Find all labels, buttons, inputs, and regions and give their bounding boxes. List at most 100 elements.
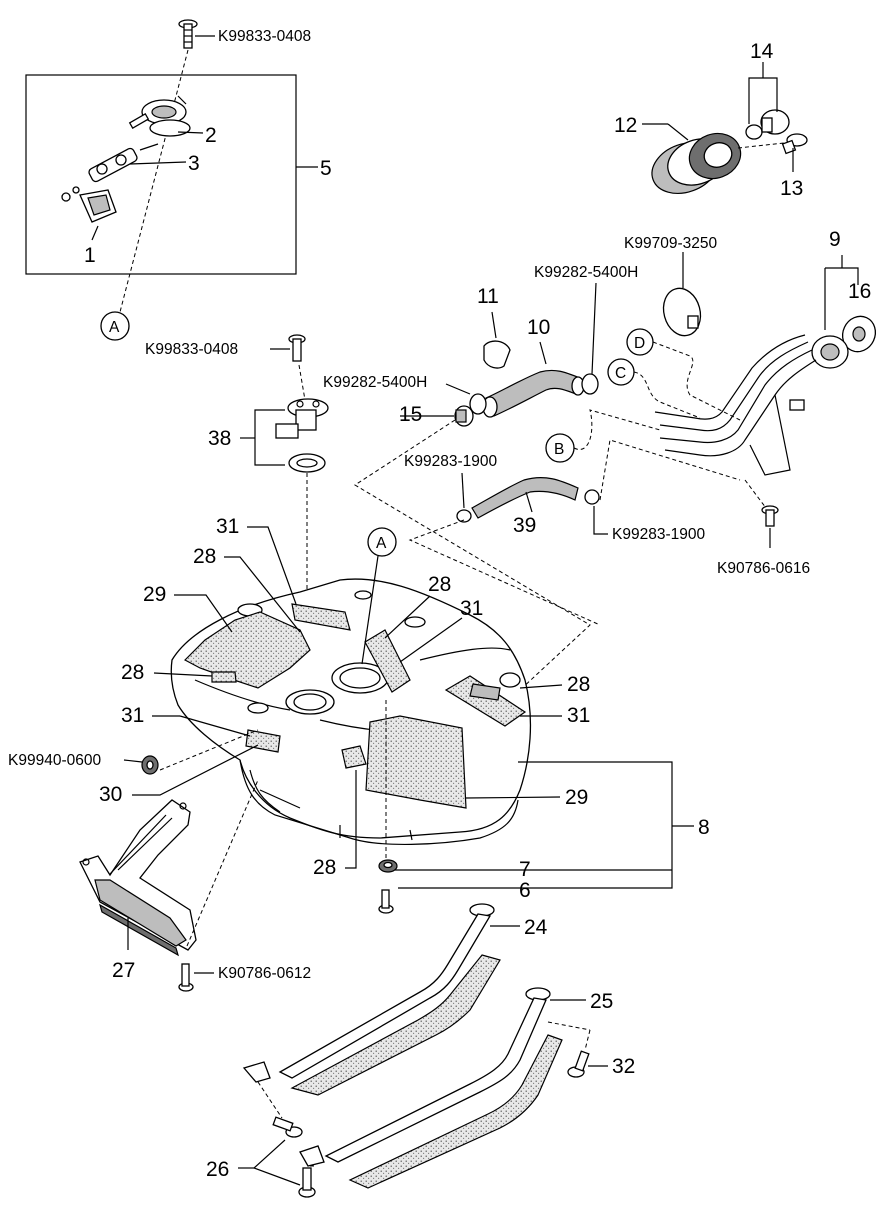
strap-bolt-32[interactable]: [567, 1050, 590, 1078]
callout-25: 25: [590, 990, 613, 1013]
callout-38: 38: [208, 427, 231, 450]
filler-neck-pipe[interactable]: [654, 334, 849, 476]
callout-39: 39: [513, 514, 536, 537]
strap-bolt-26-upper[interactable]: [272, 1116, 303, 1138]
callout-1: 1: [84, 244, 96, 267]
code-clip-hose-left: K99282-5400H: [323, 374, 427, 391]
code-bolt-filler: K90786-0616: [717, 560, 810, 577]
callout-8: 8: [698, 816, 710, 839]
hose-clip-upper[interactable]: [581, 373, 599, 395]
tank-nut-7[interactable]: [378, 859, 398, 873]
tank-bolt-6[interactable]: [378, 889, 394, 914]
filler-cap-part-14[interactable]: [745, 109, 790, 140]
sender-bolt[interactable]: [288, 334, 306, 362]
svg-text:C: C: [615, 365, 626, 382]
filler-cap-group: 12 14 13: [614, 40, 808, 202]
callout-13: 13: [780, 177, 803, 200]
callout-30: 30: [99, 783, 122, 806]
callout-31-right-top: 31: [460, 597, 483, 620]
callout-28-bottom: 28: [313, 856, 336, 879]
pump-bracket-part-3[interactable]: [88, 143, 159, 183]
callout-9: 9: [829, 228, 841, 251]
pad-tape-28-bottom[interactable]: [341, 745, 367, 769]
pad-tape-28-small-right[interactable]: [469, 683, 501, 701]
connector-d: D: [626, 328, 654, 356]
code-clip-vent-right: K99283-1900: [612, 526, 705, 543]
fuel-sender-unit[interactable]: [275, 398, 329, 439]
callout-29-right: 29: [565, 786, 588, 809]
connector-b: B: [545, 433, 575, 463]
callout-24: 24: [524, 916, 548, 939]
pad-tape-28-left[interactable]: [211, 671, 237, 683]
callout-28-left: 28: [121, 661, 144, 684]
pad-tape-28-upper-right[interactable]: [364, 629, 411, 693]
connector-a-tank: A: [367, 527, 397, 557]
callout-31-right: 31: [567, 704, 590, 727]
pad-tape-31-top[interactable]: [291, 603, 351, 631]
fuel-pump-assembly-group: 1 2 3 5 K99833-0408: [25, 19, 332, 313]
callout-28-top-right: 28: [428, 573, 451, 596]
code-band-clamp: K99709-3250: [624, 235, 717, 252]
filler-hose-group: 11 10 K99282-5400H K99282-5400H 15: [323, 264, 638, 691]
callout-5: 5: [320, 157, 332, 180]
sender-gasket[interactable]: [288, 453, 326, 473]
callout-7: 7: [519, 858, 531, 881]
pump-flange-part-2[interactable]: [128, 95, 191, 137]
callout-11: 11: [477, 285, 499, 308]
tank-nut-k99940[interactable]: [141, 755, 159, 775]
code-nut-tank: K99940-0600: [8, 752, 101, 769]
fuel-sender-group: K99833-0408 38: [145, 334, 329, 690]
callout-28-top-left: 28: [193, 545, 216, 568]
callout-10: 10: [527, 316, 550, 339]
hose-protector-part-11[interactable]: [483, 340, 511, 369]
callout-2: 2: [205, 124, 217, 147]
callout-31-top: 31: [216, 515, 239, 538]
vent-hose-part-39[interactable]: [456, 476, 600, 523]
svg-text:D: D: [634, 335, 645, 352]
pump-strainer-part-1[interactable]: [61, 186, 117, 223]
connector-a-top: A: [100, 311, 130, 341]
insulator-pad-29-right[interactable]: [365, 715, 467, 809]
filler-cap-screw-13[interactable]: [781, 133, 808, 155]
callout-6: 6: [519, 879, 531, 902]
pump-assembly-frame: [25, 74, 297, 275]
hose-fitting-15[interactable]: [454, 405, 474, 427]
filler-neck-gasket-16[interactable]: [837, 311, 881, 357]
strap-bolt-26-lower[interactable]: [298, 1167, 316, 1198]
callout-29-left: 29: [143, 583, 166, 606]
strap-end-bracket-left[interactable]: [242, 1061, 271, 1083]
callout-28-right: 28: [567, 673, 590, 696]
tank-strap-part-24[interactable]: [278, 903, 501, 1096]
tank-protector-part-27[interactable]: [79, 799, 197, 957]
callout-12: 12: [614, 114, 637, 137]
vent-hose-group: K99283-1900 39 K99283-1900: [404, 439, 741, 626]
pump-top-bolt[interactable]: [178, 19, 198, 49]
callout-16: 16: [848, 280, 871, 303]
filler-cap-part-12[interactable]: [645, 126, 747, 202]
svg-text:A: A: [109, 319, 120, 336]
connector-c: C: [607, 358, 635, 386]
strap-end-bracket-right[interactable]: [299, 1145, 325, 1167]
tank-strap-part-25[interactable]: [324, 987, 563, 1189]
code-clip-vent-left: K99283-1900: [404, 453, 497, 470]
filler-neck-group: K99709-3250 9 16 K90: [624, 228, 881, 577]
band-clamp[interactable]: [658, 284, 705, 340]
callout-3: 3: [188, 152, 200, 175]
callout-15: 15: [399, 403, 422, 426]
filler-neck-bolt[interactable]: [761, 505, 779, 527]
code-bolt-sender: K99833-0408: [145, 341, 238, 358]
code-clip-hose-upper: K99282-5400H: [534, 264, 638, 281]
hose-clip-left[interactable]: [469, 393, 487, 415]
code-bolt-top: K99833-0408: [218, 28, 311, 45]
svg-text:B: B: [554, 441, 564, 458]
protector-bolt[interactable]: [178, 963, 194, 992]
callout-27: 27: [112, 959, 135, 982]
pad-tape-28-right[interactable]: [444, 675, 527, 727]
callout-14: 14: [750, 40, 774, 63]
callout-31-left: 31: [121, 704, 144, 727]
filler-hose-part-10[interactable]: [482, 369, 585, 418]
svg-text:A: A: [376, 535, 387, 552]
callout-26: 26: [206, 1158, 229, 1181]
callout-32: 32: [612, 1055, 635, 1078]
